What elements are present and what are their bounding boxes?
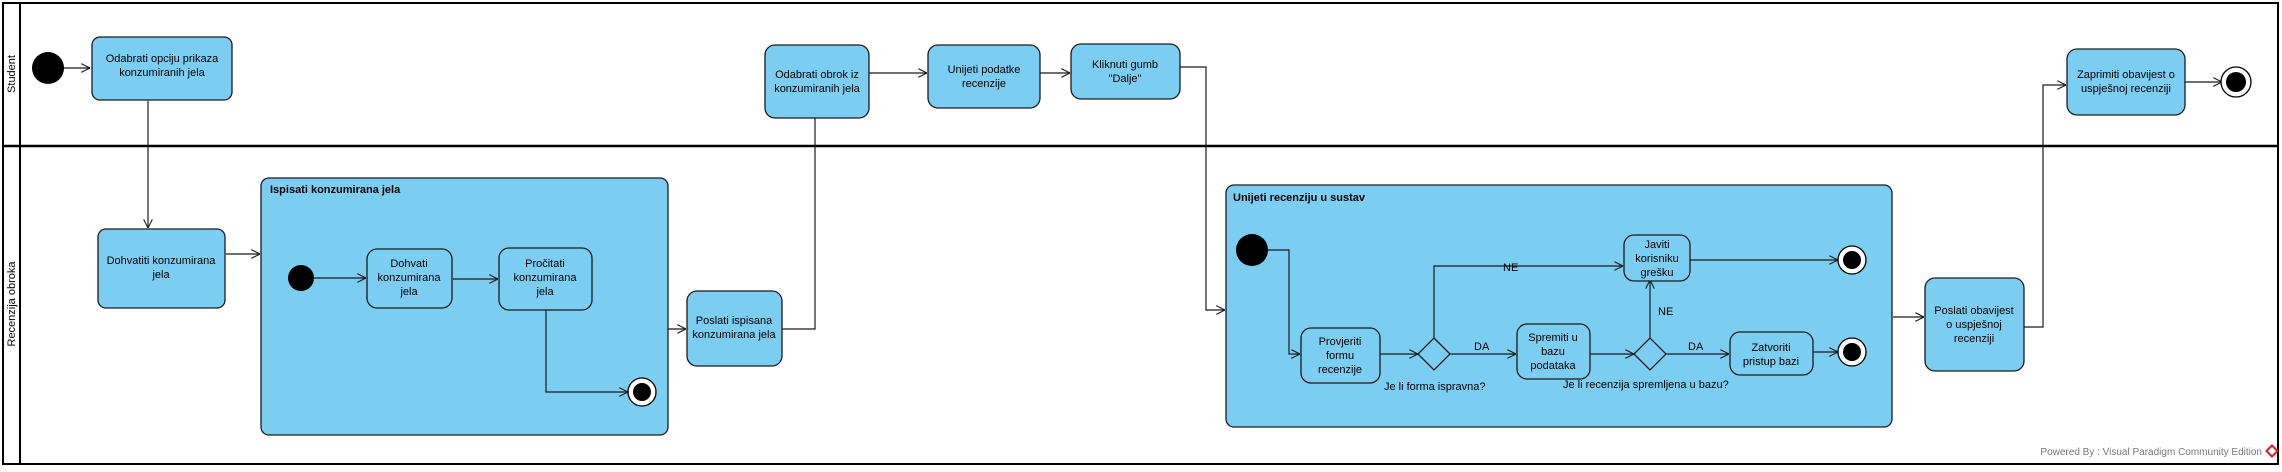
- initial-node-unijeti: [1236, 234, 1268, 266]
- swimlane-frame: [2, 2, 2279, 465]
- final-node-javiti: [1837, 245, 1867, 275]
- guard-da-forma: DA: [1474, 341, 1490, 353]
- group-label-unijeti: Unijeti recenziju u sustav: [1233, 192, 1366, 204]
- visual-paradigm-logo-icon: [2265, 444, 2279, 458]
- group-unijeti-recenziju: Unijeti recenziju u sustav: [1225, 184, 1893, 428]
- final-node-ispisati: [627, 377, 657, 407]
- final-node-student: [2220, 66, 2252, 98]
- footer-powered-by: Powered By : Visual Paradigm Community E…: [2040, 447, 2262, 458]
- lane-label-recenzija: Recenzija obroka: [6, 261, 18, 347]
- group-ispisati-konzumirana-jela: Ispisati konzumirana jela: [260, 177, 669, 436]
- decision-caption-spremljena: Je li recenzija spremljena u bazu?: [1563, 379, 1729, 391]
- decision-recenzija-spremljena: [1633, 337, 1667, 371]
- action-kliknuti-gumb-dalje: Kliknuti gumb"Dalje": [1070, 43, 1181, 100]
- guard-da-spremljena: DA: [1688, 341, 1704, 353]
- decision-forma-ispravna: [1417, 337, 1451, 371]
- guard-ne-mid: NE: [1658, 306, 1673, 318]
- final-node-zatvoriti: [1837, 337, 1867, 367]
- decision-caption-forma: Je li forma ispravna?: [1384, 381, 1486, 393]
- lane-label-student: Student: [6, 55, 18, 93]
- edges: [61, 67, 2222, 392]
- guard-ne-top: NE: [1503, 262, 1518, 274]
- initial-node-student: [32, 52, 64, 84]
- svg-text:Kliknuti gumb"Dalje": Kliknuti gumb"Dalje": [1092, 59, 1158, 85]
- group-label-ispisati: Ispisati konzumirana jela: [270, 184, 401, 196]
- initial-node-ispisati: [288, 265, 314, 291]
